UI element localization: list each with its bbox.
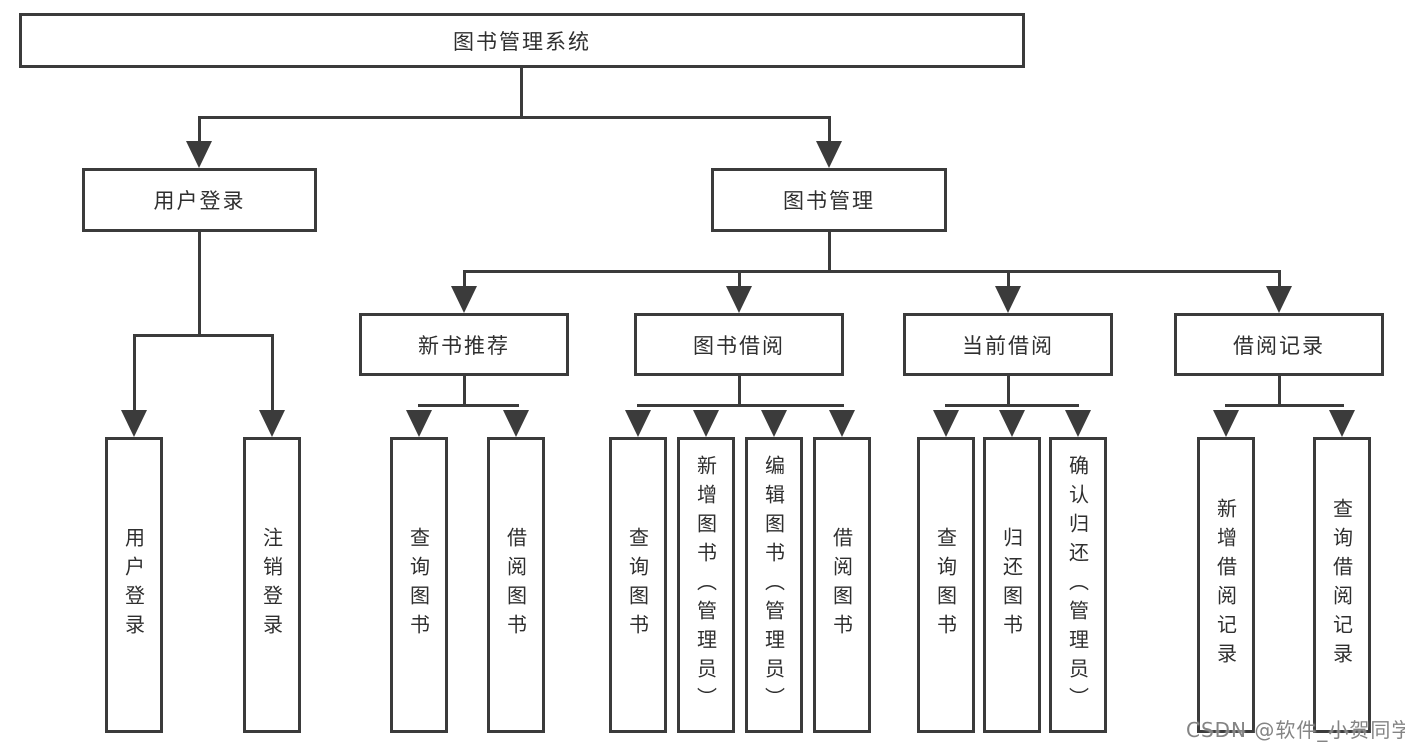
arrow-down-icon (995, 286, 1021, 313)
arrow-down-icon (625, 410, 651, 437)
leaf-confirm-return-admin: 确认归还（管理员） (1049, 437, 1107, 733)
leaf-user-login: 用户登录 (105, 437, 163, 733)
leaf-query-books-recommend: 查询图书 (390, 437, 448, 733)
node-borrow-records: 借阅记录 (1174, 313, 1384, 376)
connector-drop-mid (738, 270, 741, 288)
connector-userlogin-stem (198, 232, 201, 336)
connector-drop-book-mgmt (828, 116, 831, 144)
arrow-down-icon (451, 286, 477, 313)
connector-drop-mid (1007, 270, 1010, 288)
leaf-edit-book-admin: 编辑图书（管理员） (745, 437, 803, 733)
arrow-down-icon (761, 410, 787, 437)
connector-drop-leaf (133, 334, 136, 412)
leaf-query-borrow-record: 查询借阅记录 (1313, 437, 1371, 733)
connector-records-stem (1278, 376, 1281, 407)
connector-bookmgmt-rail (463, 270, 1281, 273)
leaf-borrow-books-recommend: 借阅图书 (487, 437, 545, 733)
connector-root-rail (198, 116, 831, 119)
leaf-logout: 注销登录 (243, 437, 301, 733)
arrow-down-icon (1213, 410, 1239, 437)
node-current-borrow: 当前借阅 (903, 313, 1113, 376)
connector-borrow-rail (637, 404, 844, 407)
arrow-down-icon (693, 410, 719, 437)
leaf-add-borrow-record: 新增借阅记录 (1197, 437, 1255, 733)
leaf-add-book-admin: 新增图书（管理员） (677, 437, 735, 733)
connector-newbooks-stem (463, 376, 466, 407)
connector-borrow-stem (738, 376, 741, 407)
arrow-down-icon (1329, 410, 1355, 437)
node-user-login: 用户登录 (82, 168, 317, 232)
connector-bookmgmt-stem (828, 232, 831, 273)
arrow-down-icon (1065, 410, 1091, 437)
connector-drop-mid (463, 270, 466, 288)
connector-root-stem (520, 68, 523, 118)
connector-userlogin-rail (133, 334, 274, 337)
leaf-borrow-books: 借阅图书 (813, 437, 871, 733)
arrow-down-icon (999, 410, 1025, 437)
connector-drop-mid (1278, 270, 1281, 288)
leaf-query-books-borrow: 查询图书 (609, 437, 667, 733)
connector-current-rail (945, 404, 1079, 407)
node-book-management: 图书管理 (711, 168, 947, 232)
connector-drop-user-login (198, 116, 201, 144)
arrow-down-icon (1266, 286, 1292, 313)
arrow-down-icon (186, 141, 212, 168)
arrow-down-icon (121, 410, 147, 437)
leaf-query-books-current: 查询图书 (917, 437, 975, 733)
connector-drop-leaf (271, 334, 274, 412)
node-root-library-system: 图书管理系统 (19, 13, 1025, 68)
arrow-down-icon (406, 410, 432, 437)
node-book-borrow: 图书借阅 (634, 313, 844, 376)
connector-newbooks-rail (418, 404, 519, 407)
connector-current-stem (1007, 376, 1010, 407)
arrow-down-icon (816, 141, 842, 168)
csdn-watermark: CSDN @软件_小贺同学 (1186, 718, 1405, 742)
arrow-down-icon (933, 410, 959, 437)
arrow-down-icon (503, 410, 529, 437)
arrow-down-icon (259, 410, 285, 437)
leaf-return-book: 归还图书 (983, 437, 1041, 733)
node-new-book-recommend: 新书推荐 (359, 313, 569, 376)
connector-records-rail (1225, 404, 1344, 407)
arrow-down-icon (726, 286, 752, 313)
arrow-down-icon (829, 410, 855, 437)
